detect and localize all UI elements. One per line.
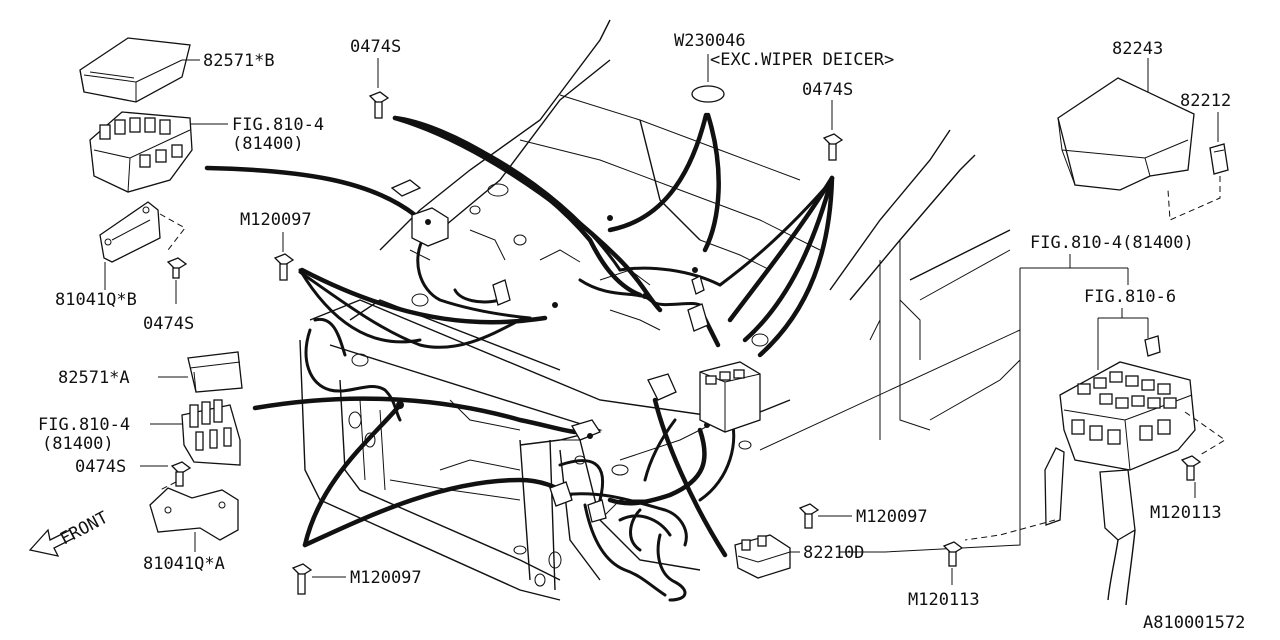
harness-connectors [390, 179, 761, 523]
label-fuse-box-cover: 82243 [1112, 39, 1163, 59]
bracket-a-part [149, 481, 239, 541]
label-grommet-note: <EXC.WIPER DEICER> [710, 50, 894, 70]
diagram-id: A810001572 [1143, 613, 1245, 633]
relay-box-cover-a-part [187, 351, 243, 393]
main-fuse-box-part [964, 361, 1226, 606]
label-relay-box-cover-a: 82571*A [58, 368, 130, 388]
bolt-m120097-bottom-icon [291, 563, 313, 595]
bolt-m120113-bottom-icon [942, 541, 964, 567]
label-fig-810-4-top: FIG.810-4 [232, 115, 324, 135]
label-grommet: W230046 [674, 31, 746, 51]
label-front-direction: FRONT [57, 508, 112, 550]
label-m120113-bottom: M120113 [908, 590, 980, 610]
bolt-0474s-right-icon [822, 133, 844, 161]
bolt-m120097-left-icon [273, 253, 295, 281]
fuse-box-cover-part [1057, 77, 1195, 191]
bolt-m120113-right-icon [1180, 455, 1202, 481]
grommet-icon [691, 85, 725, 103]
label-bracket-b: 81041Q*B [55, 290, 137, 310]
label-m120097-right: M120097 [856, 507, 928, 527]
fuse-holder-part [734, 534, 791, 579]
bracket-b-part [99, 201, 186, 263]
label-fuse-holder: 82210D [803, 543, 864, 563]
label-bolt-0474s-bracket-b: 0474S [143, 314, 194, 334]
relay-box-lower-part [181, 399, 241, 466]
label-bracket-a: 81041Q*A [143, 554, 225, 574]
label-fig-810-4-left: FIG.810-4 [38, 415, 130, 435]
label-fig-810-6: FIG.810-6 [1084, 287, 1176, 307]
bolt-m120097-right-icon [798, 503, 820, 529]
label-bolt-0474s-left: 0474S [75, 457, 126, 477]
fuse-install-guide [1167, 176, 1221, 221]
label-bolt-0474s-right: 0474S [802, 80, 853, 100]
wiring-harness [204, 112, 835, 602]
relay-box-upper-part [89, 111, 193, 193]
label-relay-box-cover-b: 82571*B [203, 51, 275, 71]
label-fuse: 82212 [1180, 91, 1231, 111]
small-fuse-icon [1144, 335, 1161, 357]
label-m120097-left-top: M120097 [240, 210, 312, 230]
label-bolt-0474s-top: 0474S [350, 37, 401, 57]
label-fig-810-4-top-sub: (81400) [232, 134, 304, 154]
front-direction-arrow-icon [28, 528, 75, 557]
relay-box-cover-b-part [79, 37, 191, 103]
label-fig-810-4-left-sub: (81400) [42, 434, 114, 454]
leader-fig8104-right-to-bay [759, 329, 1021, 451]
label-fig-810-4-right: FIG.810-4(81400) [1030, 233, 1194, 253]
label-m120113-right: M120113 [1150, 503, 1222, 523]
bolt-0474s-top-icon [368, 91, 390, 119]
bolt-0474s-bracket-b-icon [166, 257, 188, 279]
bolt-0474s-left-icon [170, 461, 192, 487]
fuse-icon [1209, 143, 1229, 175]
label-m120097-bottom: M120097 [350, 568, 422, 588]
